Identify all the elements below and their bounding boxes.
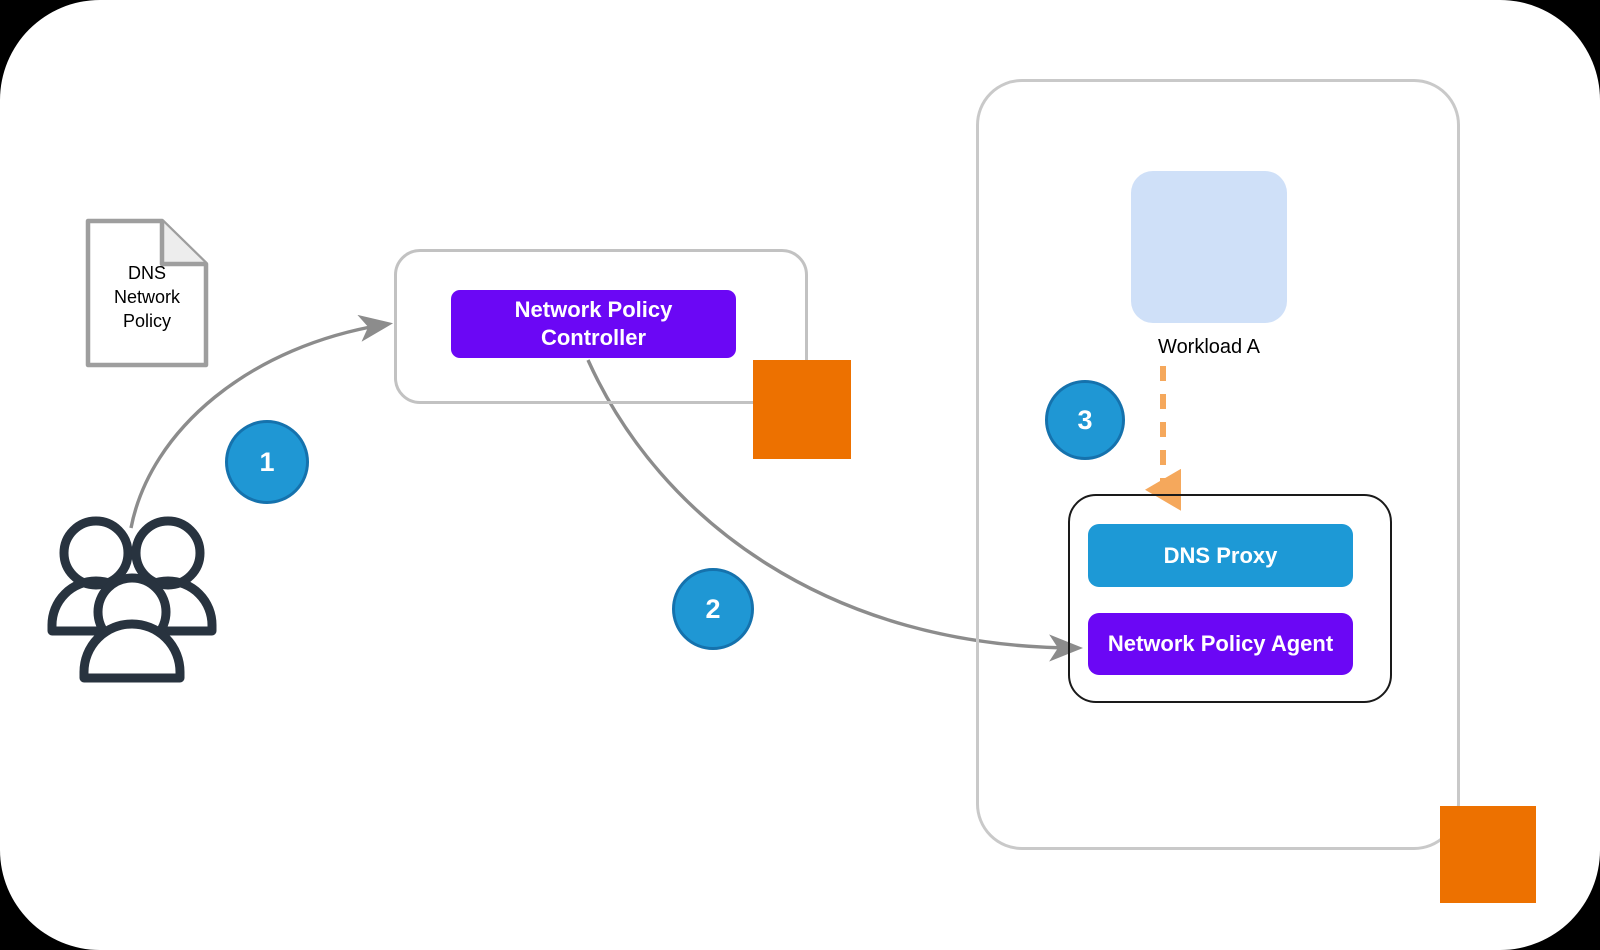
network-policy-agent-box[interactable]: Network Policy Agent xyxy=(1088,613,1353,675)
network-policy-controller-label: Network Policy Controller xyxy=(515,296,673,352)
network-policy-agent-label: Network Policy Agent xyxy=(1107,631,1334,656)
controller-label-line2: Controller xyxy=(540,325,647,350)
network-policy-controller-box[interactable]: Network Policy Controller xyxy=(451,290,736,358)
step-badge-1: 1 xyxy=(225,420,309,504)
dns-network-policy-document: DNS Network Policy xyxy=(86,219,208,367)
dns-proxy-box[interactable]: DNS Proxy xyxy=(1088,524,1353,587)
eks-node-container xyxy=(976,79,1460,850)
kubernetes-pod-icon xyxy=(1131,171,1287,323)
step-badge-2-number: 2 xyxy=(705,593,721,624)
step-badge-3-number: 3 xyxy=(1077,404,1093,435)
eks-control-plane-container xyxy=(394,249,808,404)
step-badge-3: 3 xyxy=(1045,380,1125,460)
pod-container xyxy=(1068,494,1392,703)
step-badge-1-number: 1 xyxy=(259,446,275,477)
step-badge-2: 2 xyxy=(672,568,754,650)
dns-network-policy-label: DNS Network Policy xyxy=(113,263,180,331)
cpu-chip-icon xyxy=(1440,806,1536,903)
eks-icon xyxy=(753,360,851,459)
workload-a-label: Workload A xyxy=(1158,336,1260,358)
dns-proxy-label: DNS Proxy xyxy=(1163,542,1278,568)
controller-label-line1: Network Policy xyxy=(514,297,673,322)
users-icon xyxy=(47,516,217,683)
